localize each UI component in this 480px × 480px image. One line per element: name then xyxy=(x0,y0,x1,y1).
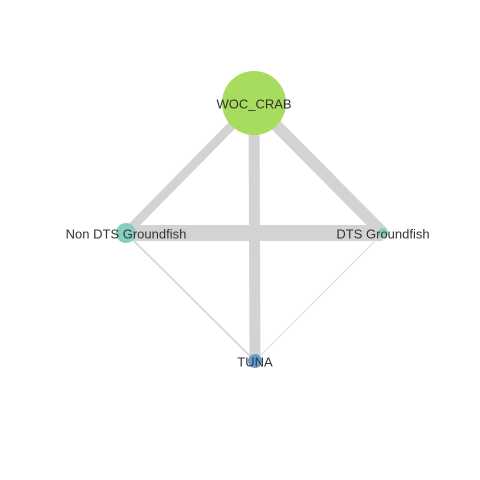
label-woc-crab: WOC_CRAB xyxy=(216,97,291,112)
edge-non-dts-tuna xyxy=(125,232,256,362)
label-tuna: TUNA xyxy=(237,355,273,370)
node-dts[interactable] xyxy=(378,228,388,238)
node-tuna[interactable] xyxy=(248,354,262,368)
label-non-dts-groundfish: Non DTS Groundfish xyxy=(66,227,187,242)
edge-dts-tuna xyxy=(254,232,384,362)
label-layer: WOC_CRAB Non DTS Groundfish DTS Groundfi… xyxy=(66,97,430,370)
node-woc-crab[interactable] xyxy=(222,71,286,135)
node-layer xyxy=(116,71,388,368)
label-dts-groundfish: DTS Groundfish xyxy=(336,227,429,242)
node-non-dts[interactable] xyxy=(116,223,136,243)
